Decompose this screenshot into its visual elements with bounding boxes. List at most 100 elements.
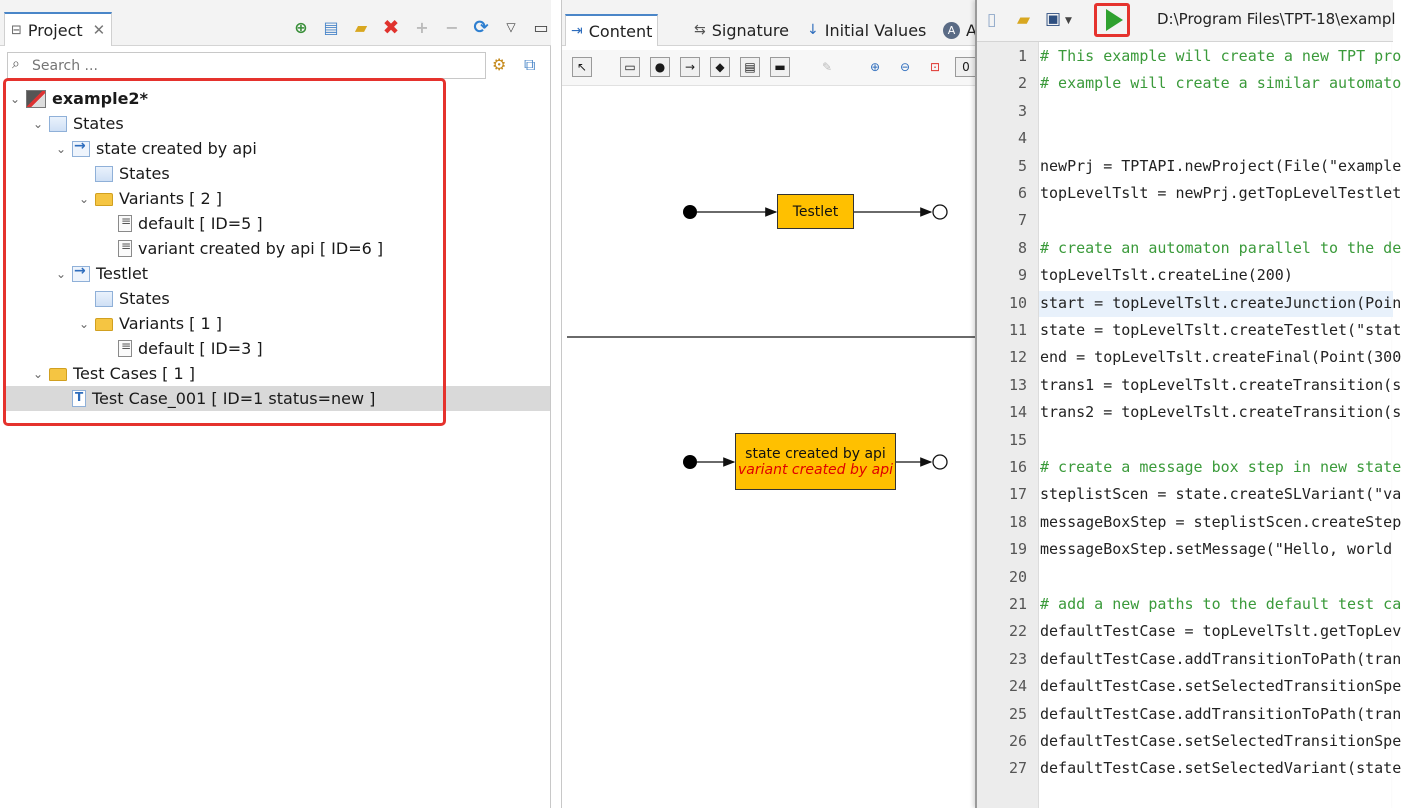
diagram-canvas[interactable]: Testlet state created by api variant cre… [562,86,976,808]
new-folder-icon[interactable]: ▰ [354,17,368,37]
code-line[interactable]: defaultTestCase = topLevelTslt.getTopLev [1040,622,1401,641]
tree-node[interactable]: default [ ID=5 ] [100,211,263,236]
line-number: 10 [1008,293,1027,312]
new-file-icon[interactable]: ⊕ [294,17,308,37]
sync-icon[interactable]: ⟳ [473,16,489,38]
code-line[interactable]: state = topLevelTslt.createTestlet("stat [1040,321,1401,339]
final-state[interactable] [932,204,948,220]
chevron-down-icon[interactable]: ⌄ [55,266,67,281]
start-junction[interactable] [683,205,697,219]
filter-icon[interactable]: ⚙ [492,55,507,74]
api-state-label: state created by api [745,445,886,462]
delete-icon[interactable]: ✖ [382,15,400,39]
code-line[interactable]: defaultTestCase.setSelectedTransitionSpe [1040,677,1401,696]
code-line[interactable]: # add a new paths to the default test ca [1040,595,1401,613]
junction-tool-icon[interactable]: ● [650,57,670,77]
play-icon [1105,9,1123,31]
line-number: 13 [1008,375,1027,394]
start-junction[interactable] [683,455,697,469]
chevron-down-icon[interactable]: ⌄ [78,191,90,206]
line-number: 3 [1017,101,1027,120]
code-line[interactable]: topLevelTslt = newPrj.getTopLevelTestlet [1040,184,1401,202]
code-line[interactable]: defaultTestCase.setSelectedVariant(state [1040,759,1401,778]
save-icon[interactable]: ▣ [1045,9,1062,29]
run-button[interactable] [1094,3,1130,37]
tab-initial-values-label: Initial Values [824,20,927,40]
tree-node[interactable]: ⌄Variants [ 1 ] [77,311,222,336]
collapse-icon[interactable]: − [445,17,459,37]
testlet-state[interactable]: Testlet [777,194,854,229]
new-file-icon[interactable]: ▯ [987,10,997,30]
line-number: 1 [1017,47,1027,65]
code-line[interactable]: end = topLevelTslt.createFinal(Point(300 [1040,348,1401,367]
code-line[interactable]: defaultTestCase.addTransitionToPath(tran [1040,704,1401,723]
open-folder-icon[interactable]: ▰ [1017,10,1031,30]
code-line[interactable]: start = topLevelTslt.createJunction(Poin [1040,293,1401,312]
zoom-field[interactable]: 0 [955,57,977,77]
chevron-down-icon[interactable]: ▽ [506,20,516,34]
fork-tool-icon[interactable]: ◆ [710,57,730,77]
code-line[interactable]: messageBoxStep.setMessage("Hello, world [1040,540,1393,559]
tab-signature[interactable]: ⇆ Signature [689,14,794,46]
tree-node[interactable]: ⌄Test Cases [ 1 ] [31,361,195,386]
new-list-icon[interactable]: ▤ [323,17,339,37]
maximize-icon[interactable]: ▭ [533,17,549,37]
code-line[interactable]: defaultTestCase.addTransitionToPath(tran [1040,649,1401,668]
final-state[interactable] [932,454,948,470]
code-editor[interactable]: # This example will create a new TPT pro… [1039,42,1401,808]
state-tool-icon[interactable]: ▭ [620,57,640,77]
code-line[interactable]: # This example will create a new TPT pro [1040,47,1401,65]
brush-icon[interactable]: ✎ [821,60,833,74]
tab-initial-values[interactable]: ↓ Initial Values [802,14,931,46]
line-number: 9 [1017,266,1027,285]
line-tool-icon[interactable]: ▬ [770,57,790,77]
chevron-down-icon[interactable]: ⌄ [9,91,21,106]
tab-project[interactable]: ⊟ Project ✕ [4,12,112,46]
code-line[interactable]: defaultTestCase.setSelectedTransitionSpe [1040,732,1401,750]
expand-icon[interactable]: + [415,17,429,37]
project-panel: ⊟ Project ✕ ⊕ ▤ ▰ ✖ + − ⟳ ▽ ▭ ⌕ ⚙ ⧉ ⌄exa… [0,0,551,808]
code-line[interactable]: # create a message box step in new state [1040,458,1401,476]
selection-highlight [4,386,550,411]
code-line[interactable]: trans2 = topLevelTslt.createTransition(s [1040,403,1401,422]
code-line[interactable]: # create an automaton parallel to the de [1040,238,1401,257]
code-line[interactable]: messageBoxStep = steplistScen.createStep [1040,512,1401,531]
chevron-down-icon[interactable]: ⌄ [32,366,44,381]
code-line[interactable]: trans1 = topLevelTslt.createTransition(s [1040,375,1401,394]
fit-icon[interactable]: ⊡ [929,60,941,74]
line-number: 27 [1008,759,1027,778]
close-icon[interactable]: ✕ [92,21,106,39]
chevron-down-icon[interactable]: ⌄ [78,316,90,331]
api-state[interactable]: state created by api variant created by … [735,433,896,490]
comment-tool-icon[interactable]: ▤ [740,57,760,77]
code-line[interactable]: # example will create a similar automato [1040,74,1401,93]
tree-node[interactable]: ⌄Testlet [54,261,148,286]
zoom-out-icon[interactable]: ⊖ [899,60,911,74]
tree-node[interactable]: variant created by api [ ID=6 ] [100,236,383,261]
tree-node[interactable]: ⌄state created by api [54,136,257,161]
code-line[interactable]: steplistScen = state.createSLVariant("va [1040,485,1401,504]
tab-content[interactable]: ⇥ Content [565,14,659,46]
tree-node-label: variant created by api [ ID=6 ] [138,239,384,258]
tab-a[interactable]: A A [938,14,982,46]
tree-node[interactable]: States [77,161,170,186]
tree-node[interactable]: default [ ID=3 ] [100,336,263,361]
chevron-down-icon[interactable]: ⌄ [55,141,67,156]
tree-node[interactable]: ⌄ Variants [ 2 ] [77,186,222,211]
line-number: 2 [1017,74,1027,93]
select-tool-icon[interactable]: ↖ [572,57,592,77]
chevron-down-icon[interactable]: ⌄ [32,116,44,131]
zoom-in-icon[interactable]: ⊕ [869,60,881,74]
tree-node[interactable]: Test Case_001 [ ID=1 status=new ] [54,386,375,411]
transition-tool-icon[interactable]: → [680,57,700,77]
tree-node[interactable]: ⌄States [31,111,124,136]
tree-node[interactable]: ⌄example2* [8,86,148,111]
chevron-down-icon[interactable]: ▼ [1065,16,1072,26]
tree-node[interactable]: States [77,286,170,311]
code-line[interactable]: newPrj = TPTAPI.newProject(File("example [1040,156,1401,175]
code-line[interactable]: topLevelTslt.createLine(200) [1040,266,1293,285]
copy-icon[interactable]: ⧉ [524,55,536,74]
search-input[interactable] [32,55,472,76]
line-number: 8 [1017,238,1027,257]
tree-node-label: Variants [ 2 ] [119,189,223,208]
